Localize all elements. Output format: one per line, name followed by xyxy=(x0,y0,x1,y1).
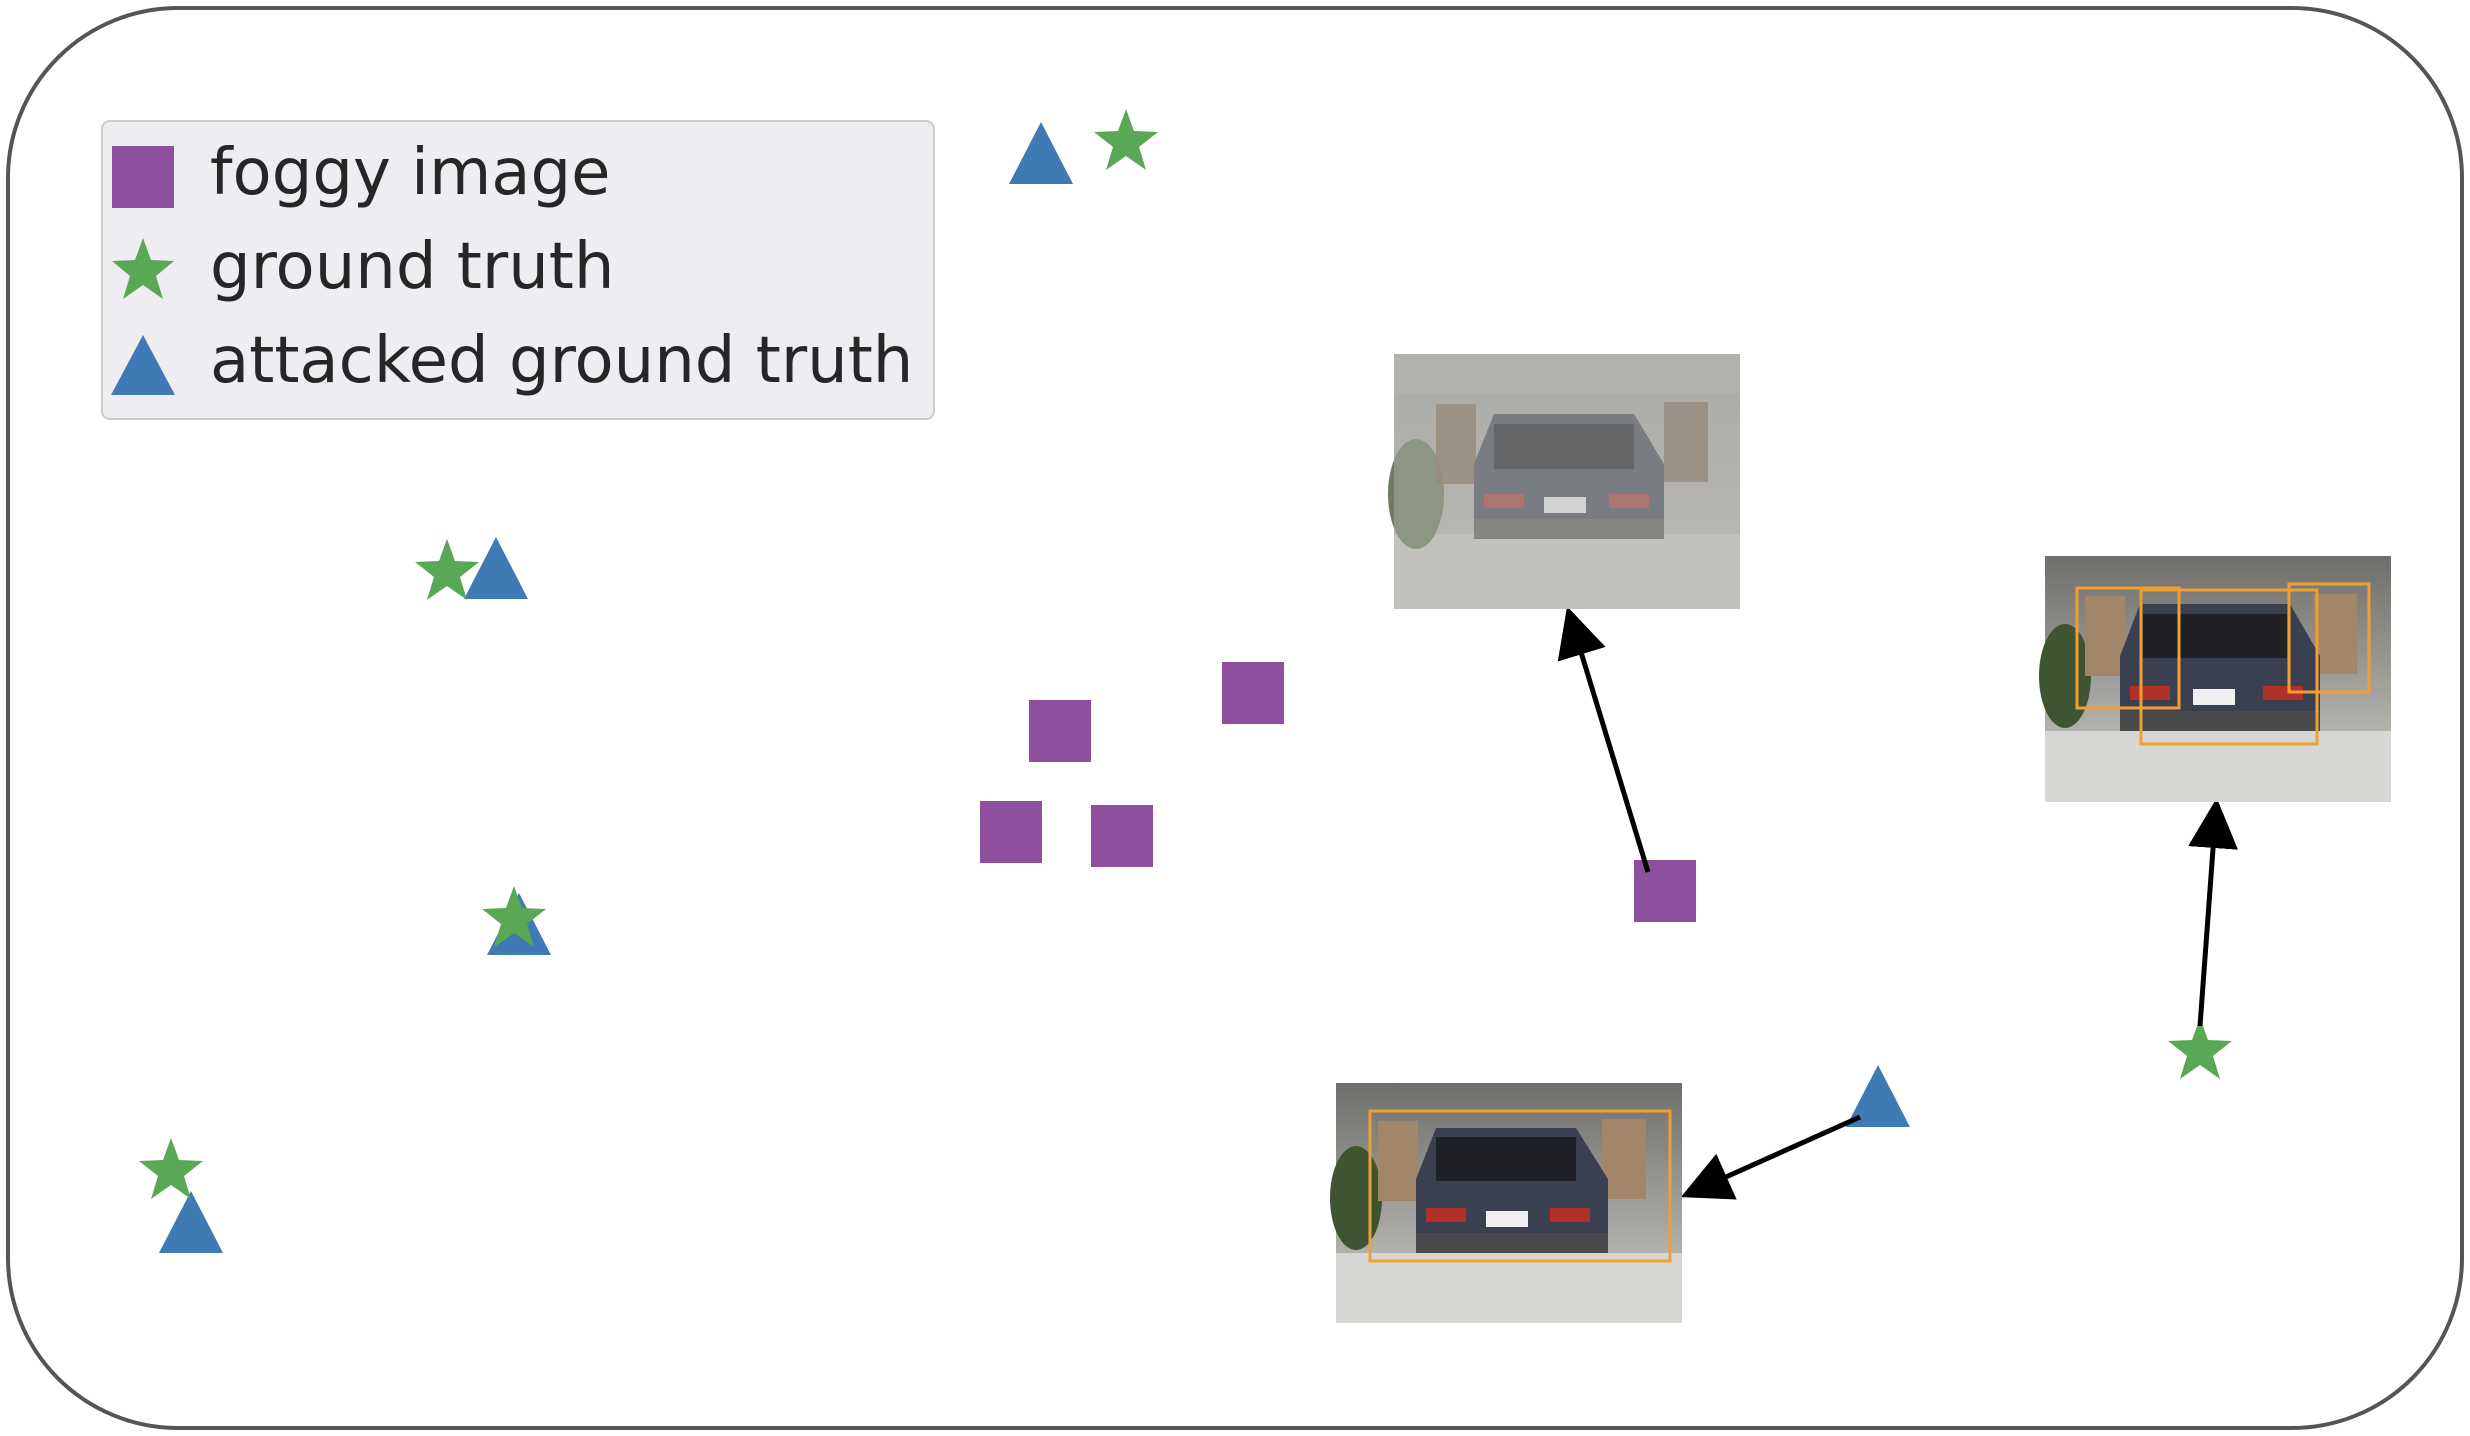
arrows xyxy=(1557,606,2239,1200)
foggy-square xyxy=(1634,860,1696,922)
ground-truth-star xyxy=(482,886,546,947)
legend-label-foggy-image: foggy image xyxy=(210,136,611,210)
attacked-triangle xyxy=(1846,1065,1910,1127)
foggy-square xyxy=(1029,700,1091,762)
legend-triangle-marker xyxy=(111,335,175,395)
foggy-square xyxy=(1222,662,1284,724)
legend-box xyxy=(101,120,935,420)
detection-box xyxy=(1368,1109,1672,1263)
ground-truth-points xyxy=(139,109,2232,1199)
arrow-to-foggy-thumbnail xyxy=(1557,606,1651,873)
detection-box xyxy=(2287,582,2371,694)
attacked-triangle xyxy=(1009,122,1073,184)
ground-truth-car-thumbnail xyxy=(2039,556,2391,802)
foggy-square xyxy=(980,801,1042,863)
foggy-car-thumbnail xyxy=(1388,354,1740,609)
ground-truth-star xyxy=(415,539,479,600)
legend-square-marker xyxy=(112,146,174,208)
legend-label-ground-truth: ground truth xyxy=(210,230,614,304)
ground-truth-star xyxy=(1094,109,1158,170)
foggy-points xyxy=(980,662,1696,922)
attacked-triangle xyxy=(159,1191,223,1253)
attacked-triangle xyxy=(464,537,528,599)
ground-truth-star xyxy=(2168,1018,2232,1079)
ground-truth-star xyxy=(139,1138,203,1199)
arrow-to-attacked-thumbnail xyxy=(1680,1114,1862,1200)
arrow-to-ground-truth-thumbnail xyxy=(2188,798,2239,1027)
legend-label-attacked-ground-truth: attacked ground truth xyxy=(210,324,913,398)
legend-star-marker xyxy=(112,238,174,299)
legend: foggy image ground truth attacked ground… xyxy=(101,120,935,420)
detection-box xyxy=(2075,586,2181,710)
foggy-square xyxy=(1091,805,1153,867)
attacked-car-thumbnail xyxy=(1330,1083,1682,1323)
detection-box xyxy=(2139,588,2319,746)
